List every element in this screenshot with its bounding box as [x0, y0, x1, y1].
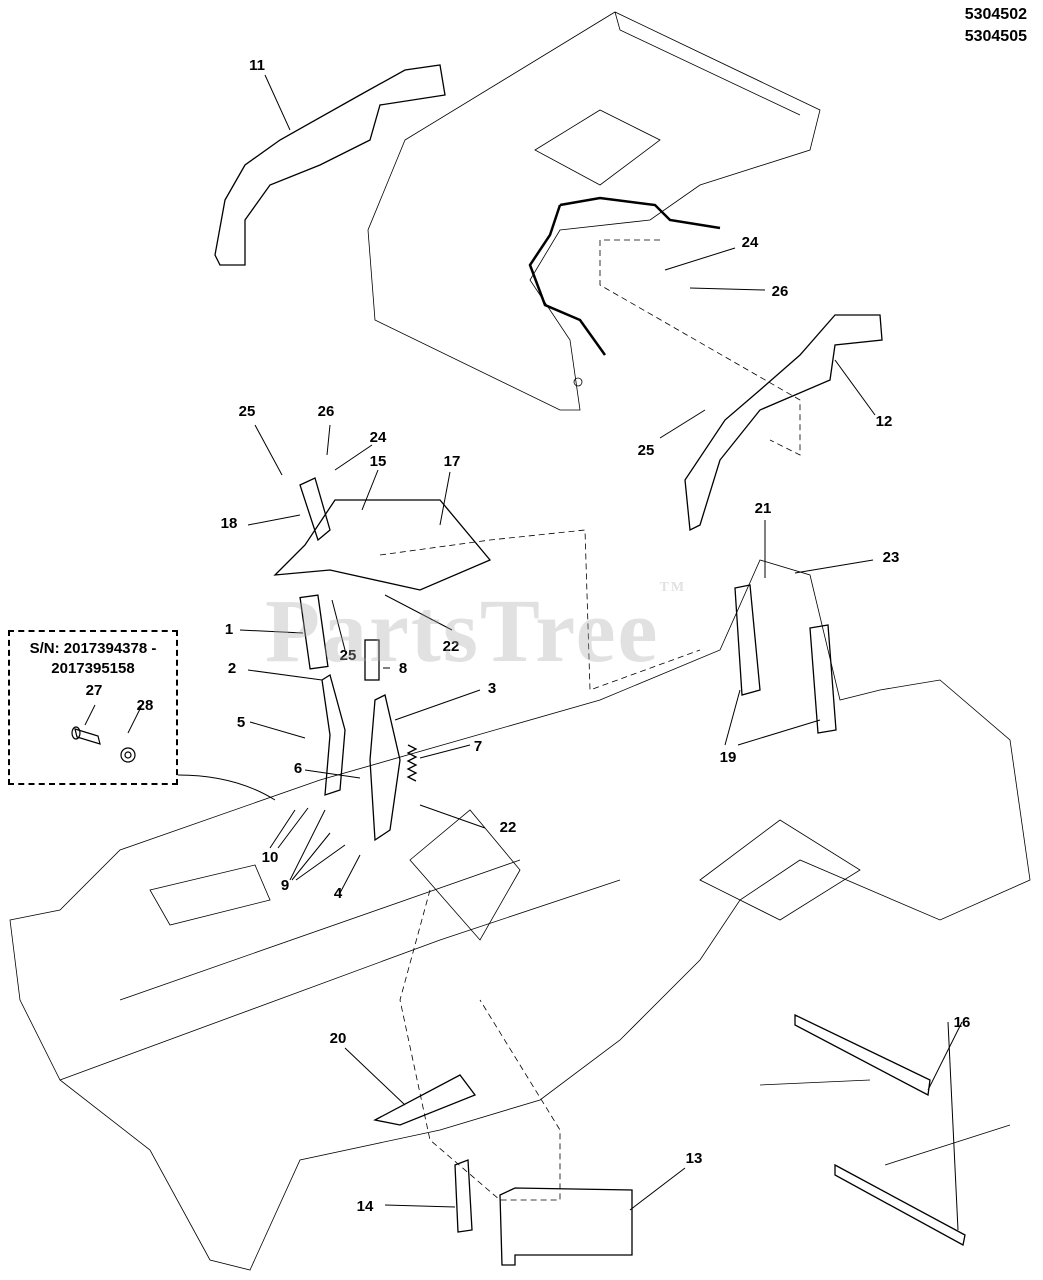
callout-25: 25	[638, 442, 655, 459]
callout-1: 1	[225, 621, 233, 638]
callout-14: 14	[357, 1198, 374, 1215]
callout-28: 28	[137, 697, 154, 714]
seat-pan	[367, 11, 821, 411]
callout-24: 24	[370, 429, 387, 446]
callout-15: 15	[370, 453, 387, 470]
callout-16: 16	[954, 1014, 971, 1031]
serial-range-line-1: S/N: 2017394378 -	[29, 640, 157, 657]
callout-26: 26	[772, 283, 789, 300]
model-number-2: 5304505	[964, 28, 1027, 45]
callout-7: 7	[474, 738, 482, 755]
model-number-1: 5304502	[964, 6, 1027, 23]
main-frame	[9, 559, 1031, 1271]
lever-2	[321, 673, 346, 796]
callout-8: 8	[399, 660, 407, 677]
callout-20: 20	[330, 1030, 347, 1047]
part-12-bracket	[684, 314, 883, 532]
handle-grip-1	[299, 594, 329, 670]
callout-25: 25	[340, 647, 357, 664]
part-13-bracket	[499, 1187, 633, 1266]
callout-23: 23	[883, 549, 900, 566]
wire-harness	[528, 196, 721, 356]
serial-range-line-2: 2017395158	[51, 660, 135, 677]
part-16-bar-b	[834, 1163, 966, 1246]
part-19-bracket-b	[809, 624, 837, 734]
callout-26: 26	[318, 403, 335, 420]
part-14-bracket	[454, 1159, 473, 1233]
part-17-plate	[273, 499, 492, 591]
callout-24: 24	[742, 234, 759, 251]
part-11-bracket	[214, 64, 446, 266]
serial-number-box: S/N: 2017394378 - 2017395158	[8, 630, 178, 785]
callout-10: 10	[262, 849, 279, 866]
serial-parts-illustration	[71, 726, 136, 763]
callout-6: 6	[294, 760, 302, 777]
assembly-dashes	[379, 239, 801, 1201]
callout-2: 2	[228, 660, 236, 677]
callout-12: 12	[876, 413, 893, 430]
callout-18: 18	[221, 515, 238, 532]
callout-9: 9	[281, 877, 289, 894]
callout-22: 22	[443, 638, 460, 655]
callout-17: 17	[444, 453, 461, 470]
part-19-bracket-a	[734, 584, 761, 696]
part-20-bracket	[373, 1074, 477, 1126]
part-16-links	[759, 1079, 1011, 1166]
lever-3	[369, 694, 401, 842]
callout-22: 22	[500, 819, 517, 836]
part-16-bar-a	[794, 1013, 931, 1097]
handle-grip-8	[364, 639, 380, 681]
callout-4: 4	[334, 885, 343, 902]
callout-25: 25	[239, 403, 256, 420]
callout-19: 19	[720, 749, 737, 766]
leader-lines	[84, 74, 963, 1231]
watermark: PartsTreeTM	[265, 580, 687, 681]
part-18-bracket	[299, 477, 331, 542]
callout-3: 3	[488, 680, 496, 697]
callout-27: 27	[86, 682, 103, 699]
callout-21: 21	[755, 500, 772, 517]
callout-5: 5	[237, 714, 245, 731]
spring-7	[406, 744, 418, 782]
callout-11: 11	[249, 57, 265, 74]
callout-13: 13	[686, 1150, 703, 1167]
